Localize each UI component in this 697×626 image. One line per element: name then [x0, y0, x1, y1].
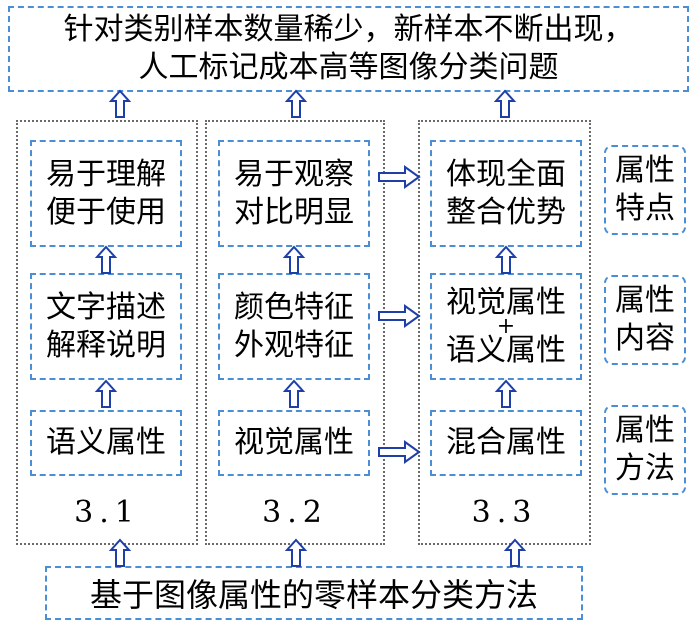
column-3-1-feature-line-2: 便于使用 — [46, 194, 166, 230]
right-arrow-icon — [378, 166, 420, 188]
side-label-method-line-2: 方法 — [615, 451, 675, 486]
column-3-1 — [16, 120, 198, 545]
up-arrow-icon — [284, 246, 304, 274]
section-number-3-1: 3.1 — [74, 494, 140, 530]
side-label-content-line-2: 内容 — [615, 321, 675, 356]
section-number-3-3: 3.3 — [471, 494, 538, 530]
column-3-1-content-line-2: 解释说明 — [46, 327, 166, 363]
right-arrow-icon — [378, 441, 420, 463]
column-3-3-content-line-1: 视觉属性 — [446, 284, 566, 320]
up-arrow-icon — [286, 539, 306, 567]
column-3-3-method-line-1: 混合属性 — [446, 425, 566, 460]
column-3-3-feature-line-2: 整合优势 — [446, 194, 566, 230]
column-3-3-content-plus: + — [496, 313, 516, 339]
column-3-2-content-line-1: 颜色特征 — [234, 289, 354, 325]
side-label-content-line-1: 属性 — [615, 283, 675, 318]
column-3-2-feature-box: 易于观察 对比明显 — [218, 140, 370, 247]
column-3-2-method-box: 视觉属性 — [218, 410, 370, 476]
column-3-3-feature-line-1: 体现全面 — [446, 156, 566, 192]
up-arrow-icon — [110, 539, 130, 567]
side-label-characteristics-line-1: 属性 — [615, 153, 675, 188]
column-3-2-feature-line-1: 易于观察 — [234, 156, 354, 192]
up-arrow-icon — [96, 380, 116, 408]
up-arrow-icon — [505, 539, 525, 567]
problem-statement-line-2: 人工标记成本高等图像分类问题 — [138, 50, 559, 85]
column-3-2-feature-line-2: 对比明显 — [234, 194, 354, 230]
up-arrow-icon — [110, 90, 130, 118]
side-label-characteristics-line-2: 特点 — [615, 191, 675, 226]
side-label-method-line-1: 属性 — [615, 413, 675, 448]
section-number-3-2: 3.2 — [262, 494, 328, 530]
column-3-1-content-line-1: 文字描述 — [46, 289, 166, 325]
column-3-1-content-box: 文字描述 解释说明 — [30, 273, 182, 380]
side-label-characteristics: 属性 特点 — [604, 145, 686, 235]
method-title: 基于图像属性的零样本分类方法 — [89, 576, 538, 614]
right-arrow-icon — [378, 305, 420, 327]
column-3-2-content-box: 颜色特征 外观特征 — [218, 273, 370, 380]
column-3-1-method-line-1: 语义属性 — [46, 425, 166, 460]
up-arrow-icon — [495, 90, 515, 118]
column-3-3-method-box: 混合属性 — [430, 410, 582, 476]
column-3-1-method-box: 语义属性 — [30, 410, 182, 476]
up-arrow-icon — [496, 246, 516, 274]
column-3-3-content-line-2: 语义属性 — [446, 332, 566, 368]
side-label-content: 属性 内容 — [604, 275, 686, 365]
column-3-3-content-box: 视觉属性 + 语义属性 — [430, 273, 582, 380]
problem-statement-line-1: 针对类别样本数量稀少，新样本不断出现， — [63, 12, 634, 47]
up-arrow-icon — [96, 246, 116, 274]
side-label-method: 属性 方法 — [604, 405, 686, 495]
up-arrow-icon — [496, 380, 516, 408]
up-arrow-icon — [286, 90, 306, 118]
column-3-2-method-line-1: 视觉属性 — [234, 425, 354, 460]
problem-statement-box: 针对类别样本数量稀少，新样本不断出现， 人工标记成本高等图像分类问题 — [8, 6, 689, 92]
column-3-2-content-line-2: 外观特征 — [234, 327, 354, 363]
up-arrow-icon — [284, 380, 304, 408]
column-3-1-feature-box: 易于理解 便于使用 — [30, 140, 182, 247]
column-3-3 — [418, 120, 591, 545]
column-3-1-feature-line-1: 易于理解 — [46, 156, 166, 192]
method-title-box: 基于图像属性的零样本分类方法 — [45, 566, 583, 620]
